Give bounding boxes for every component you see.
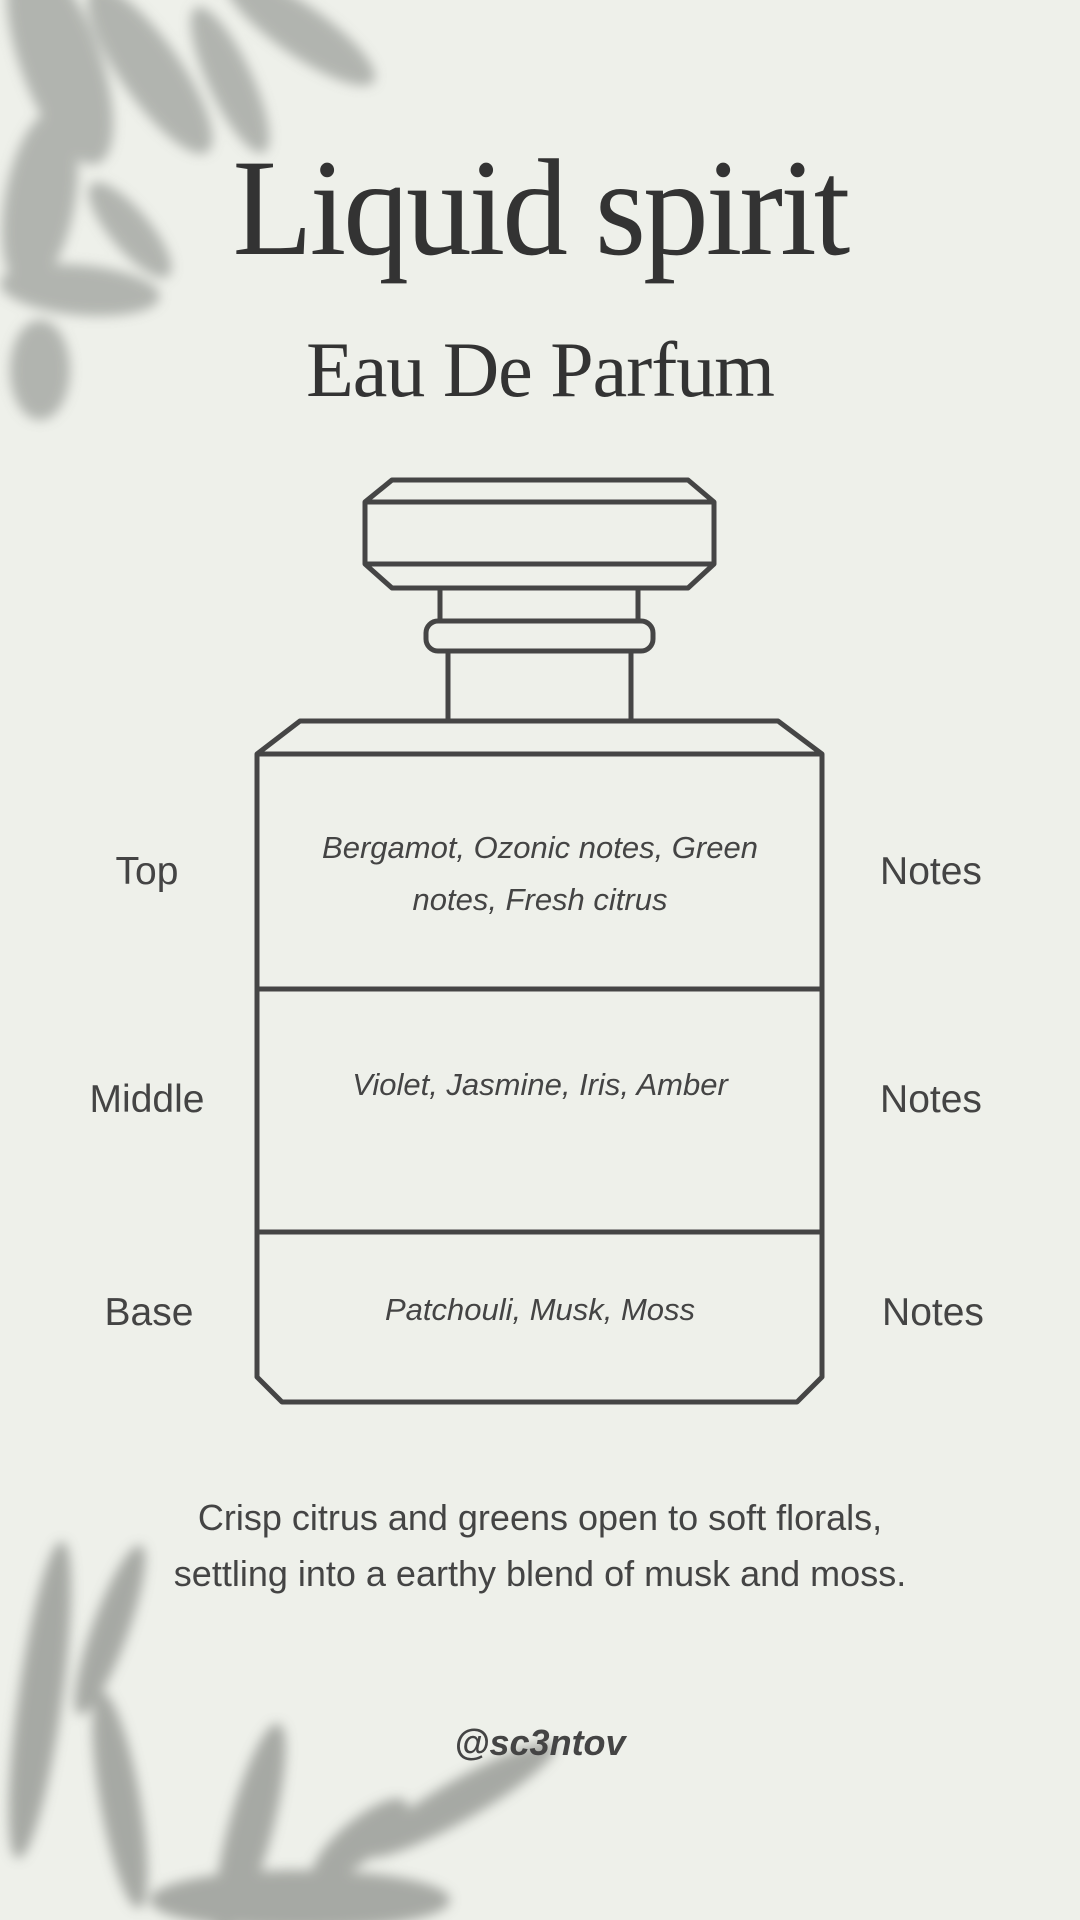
top-notes-suffix: Notes: [880, 850, 982, 893]
middle-label: Middle: [89, 1078, 205, 1121]
fragrance-description: Crisp citrus and greens open to soft flo…: [173, 1497, 907, 1594]
bottle-cap: [362, 477, 717, 591]
bottle-body: [254, 718, 825, 1405]
base-notes-text: Patchouli, Musk, Moss: [384, 1292, 696, 1327]
base-notes-suffix: Notes: [882, 1291, 984, 1334]
page-subtitle: Eau De Parfum: [306, 326, 775, 413]
top-label: Top: [115, 850, 179, 893]
middle-notes-text: Violet, Jasmine, Iris, Amber: [352, 1067, 728, 1102]
neck-ring: [423, 618, 656, 654]
page-title: Liquid spirit: [232, 131, 851, 284]
base-label: Base: [104, 1291, 194, 1334]
middle-notes-suffix: Notes: [880, 1078, 982, 1121]
top-notes-text: Bergamot, Ozonic notes, Green notes, Fre…: [322, 830, 758, 917]
social-handle: @sc3ntov: [454, 1722, 626, 1763]
bottle-neck: [437, 588, 641, 621]
